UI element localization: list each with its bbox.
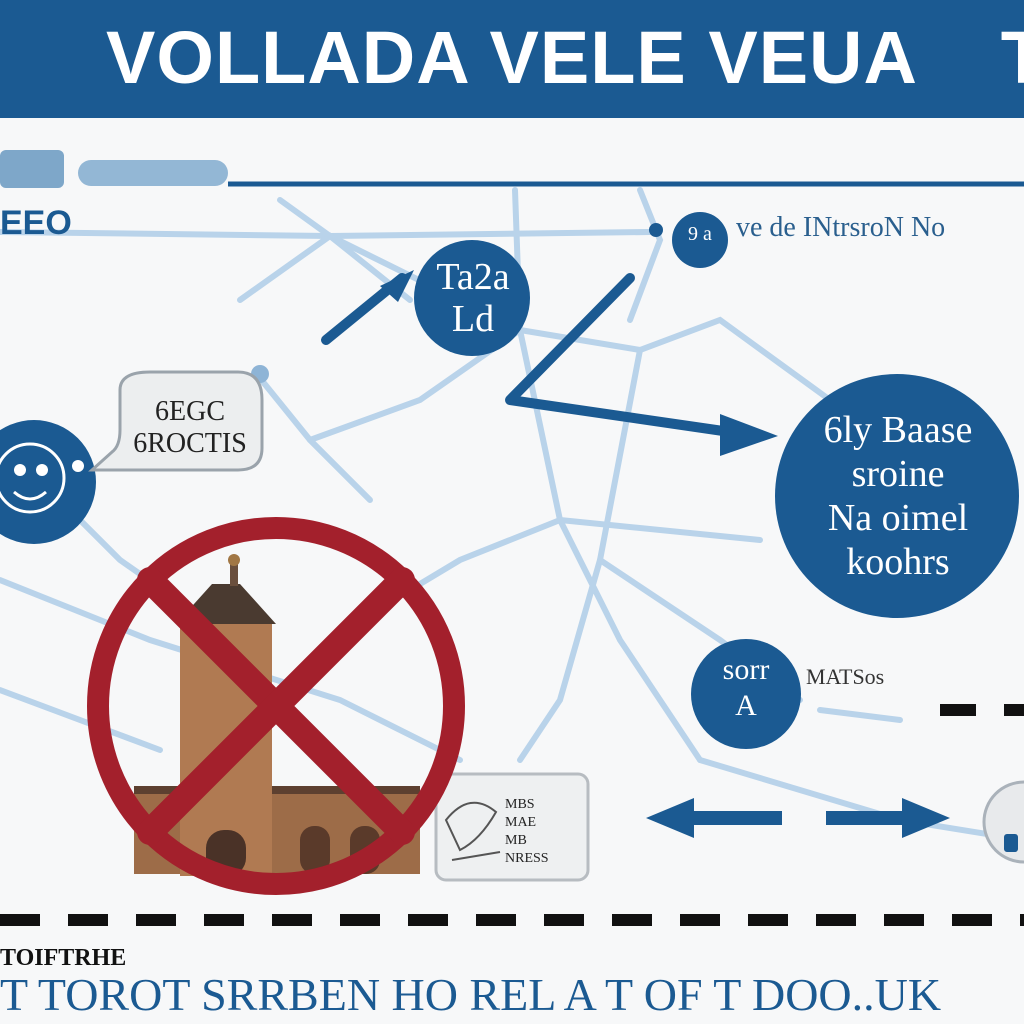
footer-headline: T TOROT SRRBEN HO REL A T OF T DOO..UK xyxy=(0,969,942,1020)
document-card xyxy=(434,772,590,882)
speech-bubble-text: 6EGC 6ROCTIS xyxy=(133,396,247,459)
document-card-text: MBS MAE MB NRESS xyxy=(505,797,549,866)
node-center-top xyxy=(414,240,530,356)
banner-edge-letter: T xyxy=(1000,16,1024,99)
node-top-right-small-label: 9 a xyxy=(688,223,712,245)
footer-caption: TOIFTRHE xyxy=(0,945,127,971)
right-small-label: MATSos xyxy=(806,664,885,689)
left-code-label: EEO xyxy=(0,204,72,242)
sketch-icon xyxy=(444,801,501,861)
partial-device-icon xyxy=(982,780,1024,864)
top-left-tab xyxy=(0,150,64,188)
arrow-left-icon xyxy=(646,798,782,838)
header-banner: VOLLADA VELE VEUA T xyxy=(0,0,1024,118)
arrow-right-icon-bottom xyxy=(826,798,950,838)
top-right-label: ve de INtrsroN No xyxy=(736,212,946,243)
arrow-head-icon xyxy=(380,270,414,302)
node-big-right xyxy=(775,374,1019,618)
top-pill-bar xyxy=(78,160,228,186)
node-lower-right xyxy=(691,639,801,749)
globe-head-icon xyxy=(0,420,96,544)
speech-bubble xyxy=(88,370,264,472)
arrow-right-icon xyxy=(720,414,778,456)
prohibition-icon xyxy=(87,517,465,895)
node-center-top-label: Ta2a Ld xyxy=(436,256,510,340)
node-lower-right-label: sorr A xyxy=(722,653,770,722)
page-title: VOLLADA VELE VEUA xyxy=(106,16,918,99)
node-top-right-small xyxy=(672,212,728,268)
junction-dot-dark xyxy=(649,223,663,237)
node-big-right-label: 6ly Baase sroine Na oimel koohrs xyxy=(823,409,973,583)
